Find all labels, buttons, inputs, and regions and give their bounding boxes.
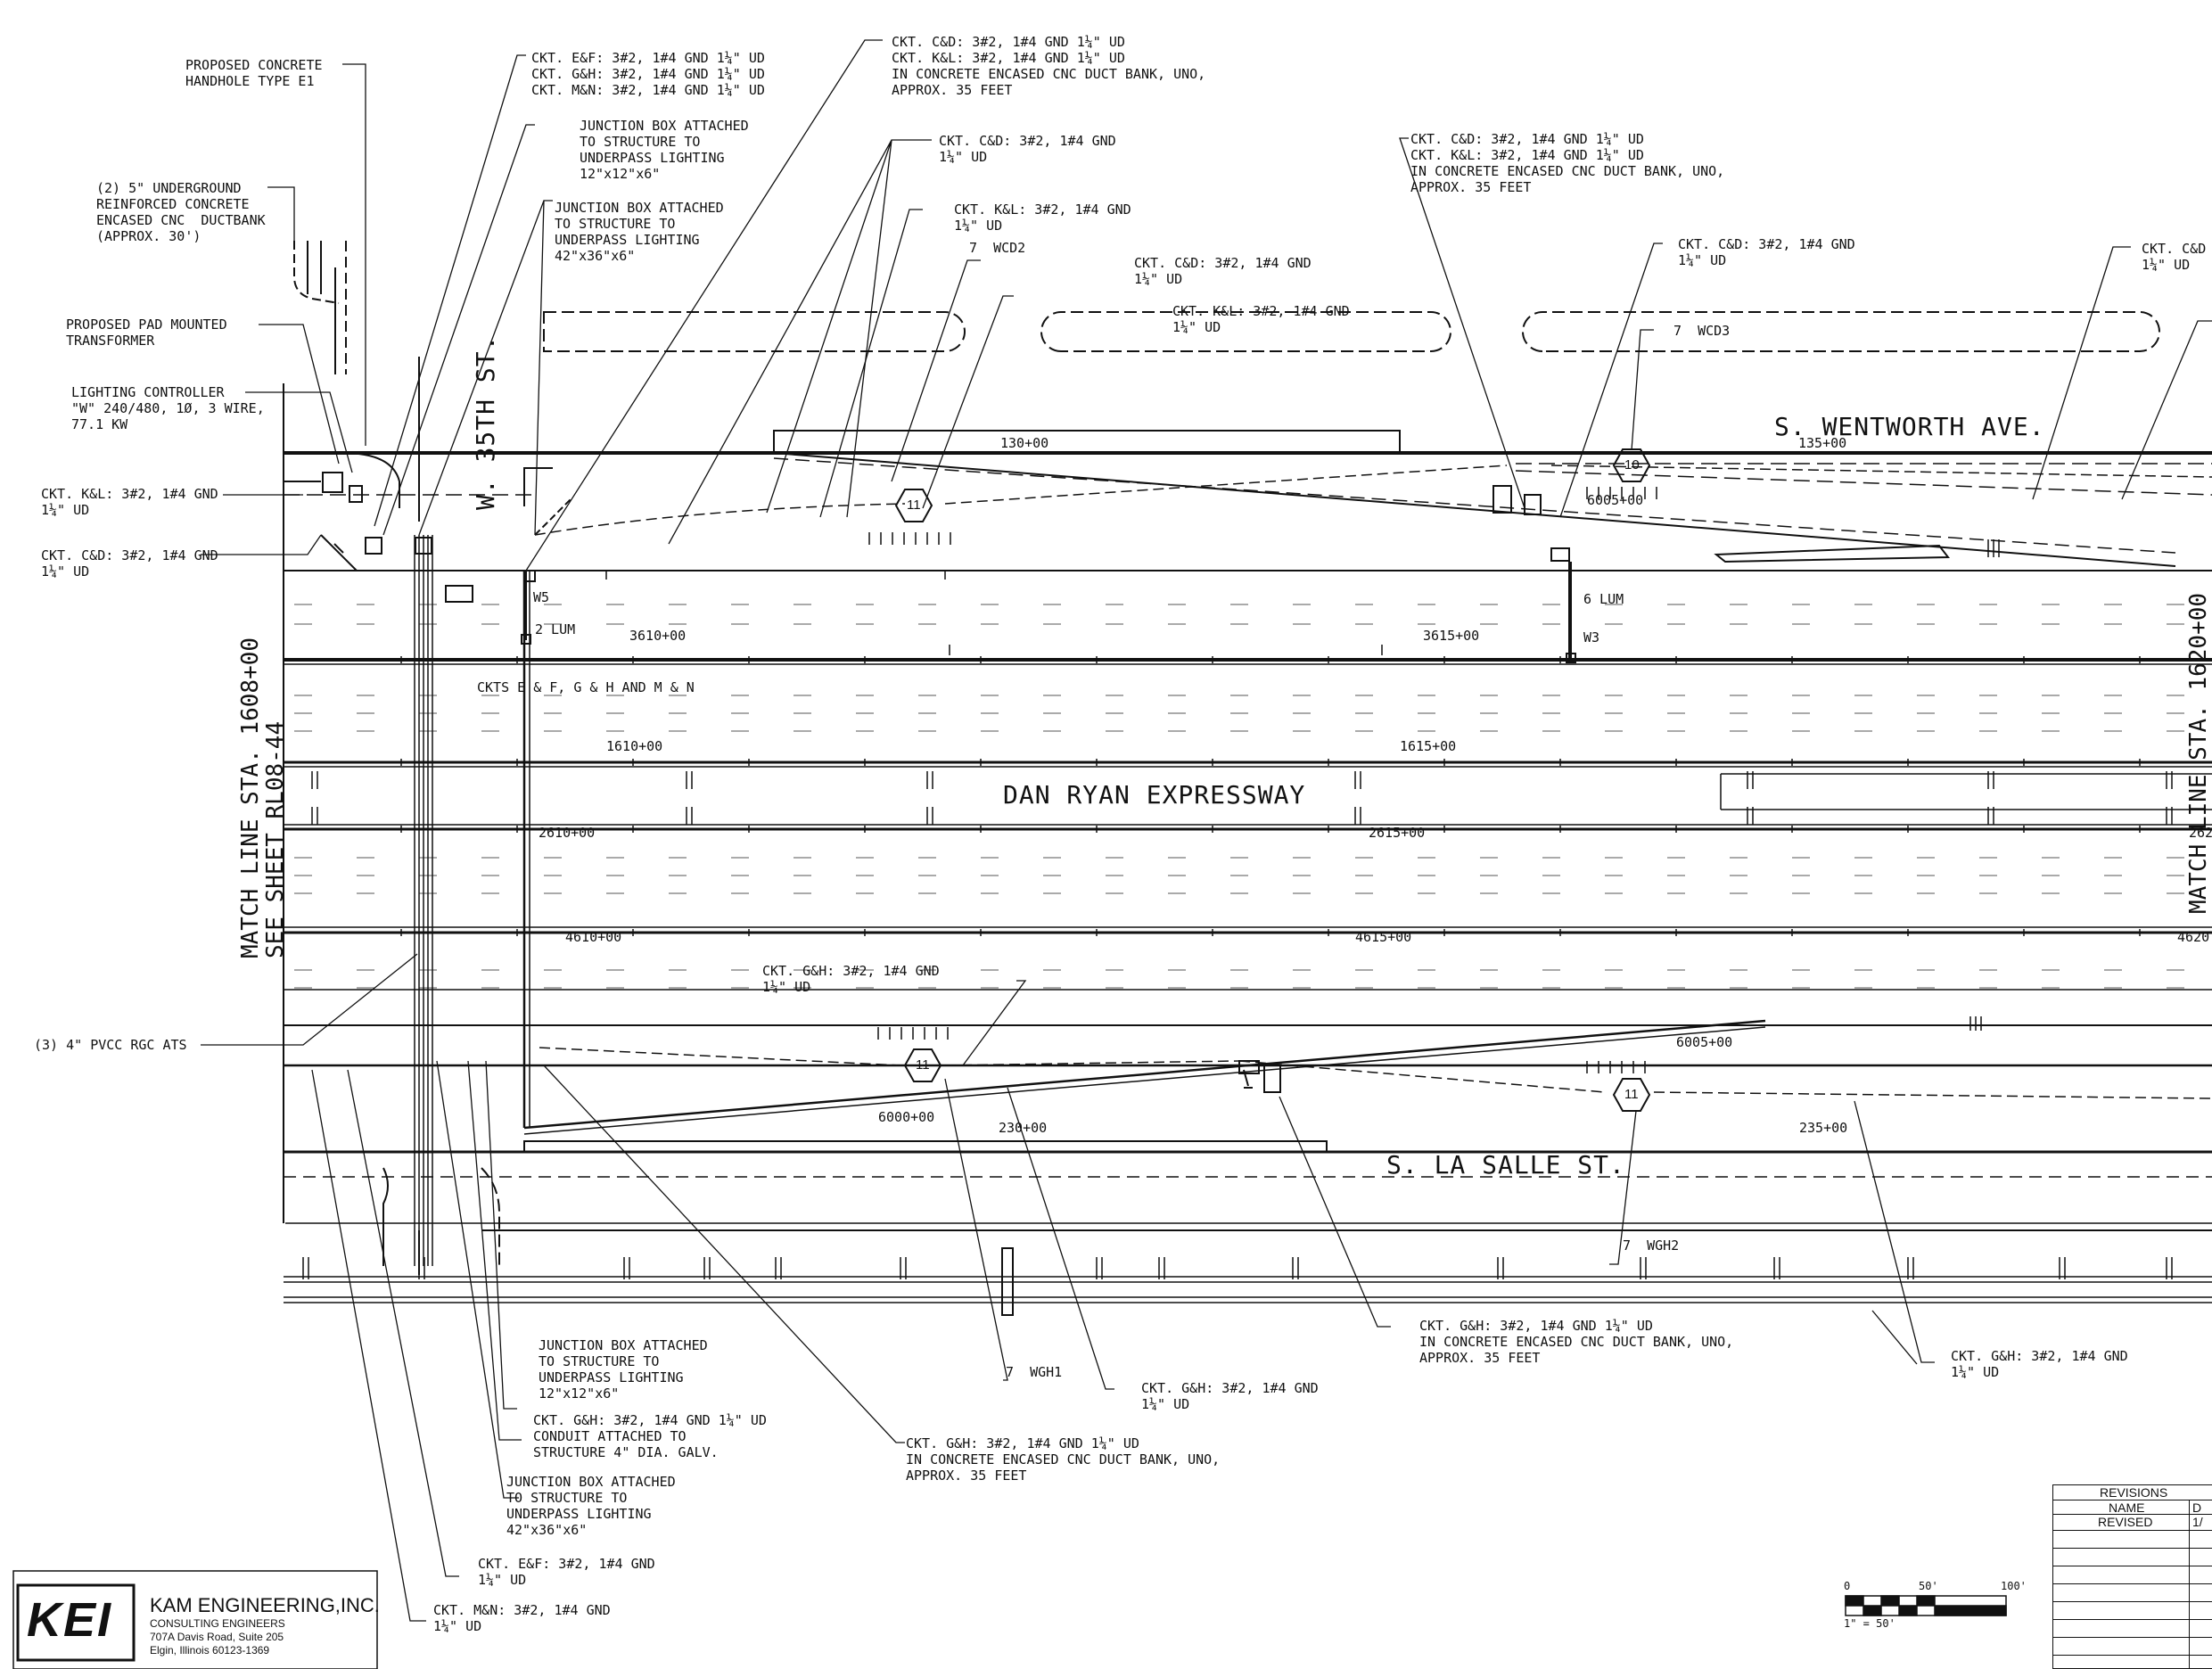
callout-ckt-gh-right: CKT. G&H: 3#2, 1#4 GND 1¼" UD <box>1951 1348 2128 1380</box>
station-label: 2615+00 <box>1369 825 1426 841</box>
scale-fifty: 50' <box>1919 1580 1938 1592</box>
callout-ckt-gh-bank-right: CKT. G&H: 3#2, 1#4 GND 1¼" UD IN CONCRET… <box>1419 1318 1734 1366</box>
callout-ckt-gh-mid: CKT. G&H: 3#2, 1#4 GND 1¼" UD <box>762 963 940 995</box>
callout-wgh2: 7 WGH2 <box>1623 1237 1680 1254</box>
company-sub2: 707A Davis Road, Suite 205 <box>150 1631 284 1643</box>
scale-ratio: 1" = 50' <box>1844 1617 1895 1630</box>
callout-ckt-ef-bottom: CKT. E&F: 3#2, 1#4 GND 1¼" UD <box>478 1556 655 1588</box>
callout-ckt-kl-left: CKT. K&L: 3#2, 1#4 GND 1¼" UD <box>41 486 218 518</box>
callout-ckt-cd-left: CKT. C&D: 3#2, 1#4 GND 1¼" UD <box>41 547 218 580</box>
station-label: 6005+00 <box>1676 1034 1733 1050</box>
company-logo-box <box>16 1583 136 1662</box>
station-label: 130+00 <box>1000 435 1049 451</box>
callout-w5: W5 <box>533 589 550 605</box>
callout-ckt-cd-top4: CKT. C&D: 3#2, 1#4 GND 1¼" UD <box>1134 255 1312 287</box>
company-logo: KEI <box>27 1593 113 1647</box>
revisions-col-name: NAME <box>2109 1500 2145 1515</box>
wentworth-road <box>284 430 2212 571</box>
controller-area <box>284 241 572 603</box>
light-arrows <box>868 487 1657 1073</box>
callout-w3: W3 <box>1583 629 1600 645</box>
expressway-label: DAN RYAN EXPRESSWAY <box>1003 780 1306 810</box>
callout-ckt-mn-bottom: CKT. M&N: 3#2, 1#4 GND 1¼" UD <box>433 1602 611 1634</box>
station-label: 3610+00 <box>629 628 687 644</box>
revisions-date: 1/ <box>2192 1515 2203 1529</box>
callout-jbox-12-b: JUNCTION BOX ATTACHED TO STRUCTURE TO UN… <box>539 1337 708 1402</box>
station-label: 6000+00 <box>878 1109 935 1125</box>
station-label: 3615+00 <box>1423 628 1480 644</box>
scale-hundred: 100' <box>2001 1580 2027 1592</box>
callout-ductbank: (2) 5" UNDERGROUND REINFORCED CONCRETE E… <box>96 180 266 244</box>
company-sub1: CONSULTING ENGINEERS <box>150 1617 285 1630</box>
callout-ckts-efghmn: CKTS E & F, G & H AND M & N <box>477 679 695 695</box>
callout-wcd2: 7 WCD2 <box>969 240 1026 256</box>
station-label: 4620 <box>2177 929 2210 945</box>
station-label: 4610+00 <box>565 929 622 945</box>
pole-number: 11 <box>916 1057 930 1073</box>
revisions-title: REVISIONS <box>2100 1485 2168 1500</box>
callout-controller: LIGHTING CONTROLLER "W" 240/480, 1Ø, 3 W… <box>71 384 265 432</box>
callout-handhole: PROPOSED CONCRETE HANDHOLE TYPE E1 <box>185 57 323 89</box>
callout-pvcc: (3) 4" PVCC RGC ATS <box>34 1037 187 1053</box>
revisions-table: REVISIONS NAME D REVISED 1/ <box>2052 1484 2212 1669</box>
callout-lum2: 2 LUM <box>535 621 576 637</box>
expressway-lanes <box>284 658 2212 1303</box>
conduit-vertical <box>414 535 433 1266</box>
callout-ckt-gh-conduit: CKT. G&H: 3#2, 1#4 GND 1¼" UD CONDUIT AT… <box>533 1412 767 1460</box>
right-structures <box>521 485 1576 1316</box>
pole-number: 11 <box>907 497 921 513</box>
callout-wcd3: 7 WCD3 <box>1673 323 1731 339</box>
company-sub3: Elgin, Illinois 60123-1369 <box>150 1644 270 1657</box>
callout-ckt-cd-kl-top: CKT. C&D: 3#2, 1#4 GND 1¼" UD CKT. K&L: … <box>892 34 1206 98</box>
circuit-runs <box>534 465 2212 1099</box>
callout-jbox-42: JUNCTION BOX ATTACHED TO STRUCTURE TO UN… <box>555 200 724 264</box>
callout-ckt-cd-top2: CKT. C&D: 3#2, 1#4 GND 1¼" UD <box>939 133 1116 165</box>
callout-ckt-cd-right2: CKT. C&D: 3#2, 1#4 GND 1¼" UD <box>1678 236 1855 268</box>
station-label: 6005+00 <box>1587 492 1644 508</box>
callout-ckt-gh-bank-bottom: CKT. G&H: 3#2, 1#4 GND 1¼" UD IN CONCRET… <box>906 1435 1221 1484</box>
callout-ckt-cd-edge: CKT. C&D 1¼" UD <box>2142 241 2207 273</box>
callout-ckt-kl-top5: CKT. K&L: 3#2, 1#4 GND 1¼" UD <box>1172 303 1350 335</box>
callout-ckt-gh-bottom2: CKT. G&H: 3#2, 1#4 GND 1¼" UD <box>1141 1380 1319 1412</box>
station-label: 235+00 <box>1799 1120 1848 1136</box>
station-label: 230+00 <box>999 1120 1048 1136</box>
guardrail-marks <box>302 771 2212 1279</box>
station-ticks <box>400 539 2141 1031</box>
company-box <box>12 1570 378 1669</box>
station-label: 262 <box>2189 825 2212 841</box>
callout-jbox-42-b: JUNCTION BOX ATTACHED TO STRUCTURE TO UN… <box>506 1474 676 1538</box>
callout-jbox-12: JUNCTION BOX ATTACHED TO STRUCTURE TO UN… <box>580 118 749 182</box>
pole-number: 10 <box>1624 457 1640 473</box>
callout-lum6: 6 LUM <box>1583 591 1624 607</box>
callout-ckt-cd-kl-right: CKT. C&D: 3#2, 1#4 GND 1¼" UD CKT. K&L: … <box>1410 131 1725 195</box>
scale-bar <box>1845 1595 2007 1616</box>
top-medians <box>543 311 2160 352</box>
w35th-street <box>285 357 2212 1275</box>
match-line-left: MATCH LINE STA. 1608+00 SEE SHEET RL08-4… <box>237 637 289 958</box>
pole-number: 11 <box>1624 1087 1639 1102</box>
leader-lines <box>201 39 2212 1622</box>
callout-wgh1: 7 WGH1 <box>1006 1364 1063 1380</box>
w35th-label: W. 35TH ST. <box>471 334 500 510</box>
station-label: 1615+00 <box>1400 738 1457 754</box>
station-label: 135+00 <box>1798 435 1847 451</box>
station-label: 2610+00 <box>539 825 596 841</box>
lane-hash-marks <box>294 604 2184 989</box>
callout-ckt-ef-gh-mn: CKT. E&F: 3#2, 1#4 GND 1¼" UD CKT. G&H: … <box>531 50 765 98</box>
callout-ckt-kl-top3: CKT. K&L: 3#2, 1#4 GND 1¼" UD <box>954 201 1131 234</box>
wentworth-label: S. WENTWORTH AVE. <box>1774 412 2045 441</box>
callout-transformer: PROPOSED PAD MOUNTED TRANSFORMER <box>66 317 227 349</box>
revisions-row: REVISED <box>2098 1515 2153 1529</box>
scale-zero: 0 <box>1844 1580 1851 1592</box>
station-label: 4615+00 <box>1355 929 1412 945</box>
company-name: KAM ENGINEERING,INC. <box>150 1594 380 1616</box>
pole-hexes <box>894 448 1651 1112</box>
station-label: 1610+00 <box>606 738 663 754</box>
lasalle-label: S. LA SALLE ST. <box>1386 1150 1625 1180</box>
revisions-col-d: D <box>2192 1500 2202 1515</box>
match-line-right: MATCH LINE STA. 1620+00 <box>2185 592 2212 914</box>
